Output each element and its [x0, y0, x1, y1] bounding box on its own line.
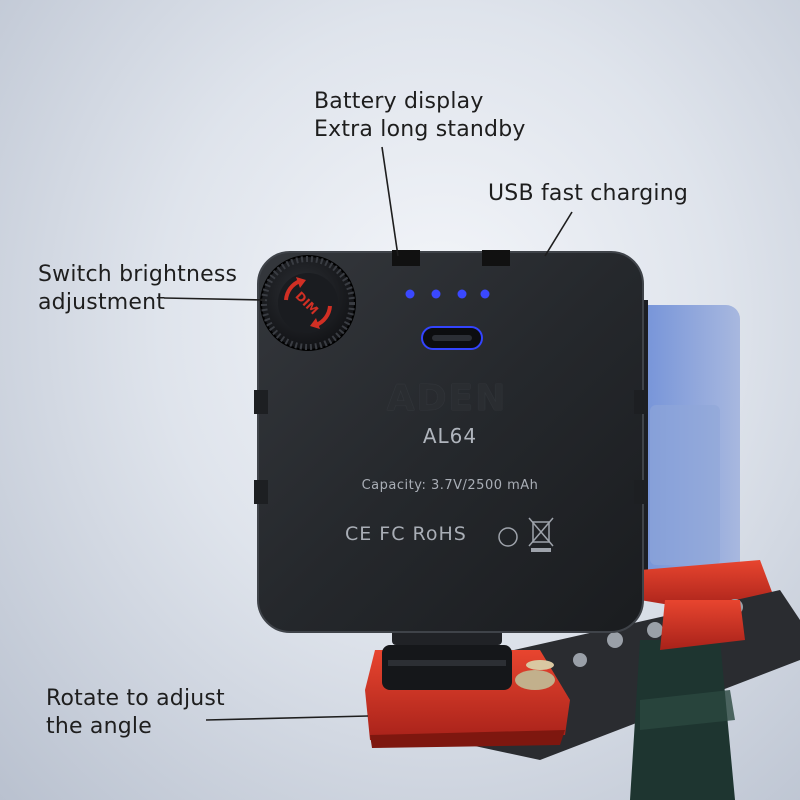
- callout-switch-line2: adjustment: [38, 290, 166, 315]
- callout-rotate-line2: the angle: [46, 714, 152, 739]
- callout-rotate-line1: Rotate to adjust: [46, 686, 225, 711]
- callout-battery-line1: Battery display: [314, 89, 484, 114]
- certification-marks: CE FC RoHS: [345, 523, 467, 545]
- light-body: [254, 250, 648, 633]
- switch-leader-line: [163, 297, 266, 301]
- callout-battery-line2: Extra long standby: [314, 117, 526, 142]
- callout-usb-text: USB fast charging: [488, 181, 689, 206]
- callout-switch-brightness: Switch brightness adjustment: [38, 261, 237, 317]
- recycle-icon: [498, 527, 518, 547]
- rear-light: [628, 300, 740, 580]
- callout-switch-line1: Switch brightness: [38, 262, 238, 287]
- callout-lines: [163, 146, 573, 721]
- usb-c-port: [421, 326, 483, 350]
- callout-rotate-angle: Rotate to adjust the angle: [46, 685, 225, 741]
- usb-leader-line: [544, 211, 573, 257]
- weee-bin-icon: [528, 517, 554, 552]
- model-label: AL64: [422, 424, 478, 448]
- callout-usb-charging: USB fast charging: [488, 180, 688, 208]
- capacity-label: Capacity: 3.7V/2500 mAh: [361, 478, 539, 493]
- brand-logo: ADEN: [386, 378, 508, 419]
- battery-leader-line: [381, 146, 399, 257]
- rotate-leader-line: [205, 715, 369, 721]
- brightness-dial: [260, 255, 356, 351]
- callout-battery-display: Battery display Extra long standby: [314, 88, 526, 144]
- battery-indicator-leds: [405, 289, 490, 299]
